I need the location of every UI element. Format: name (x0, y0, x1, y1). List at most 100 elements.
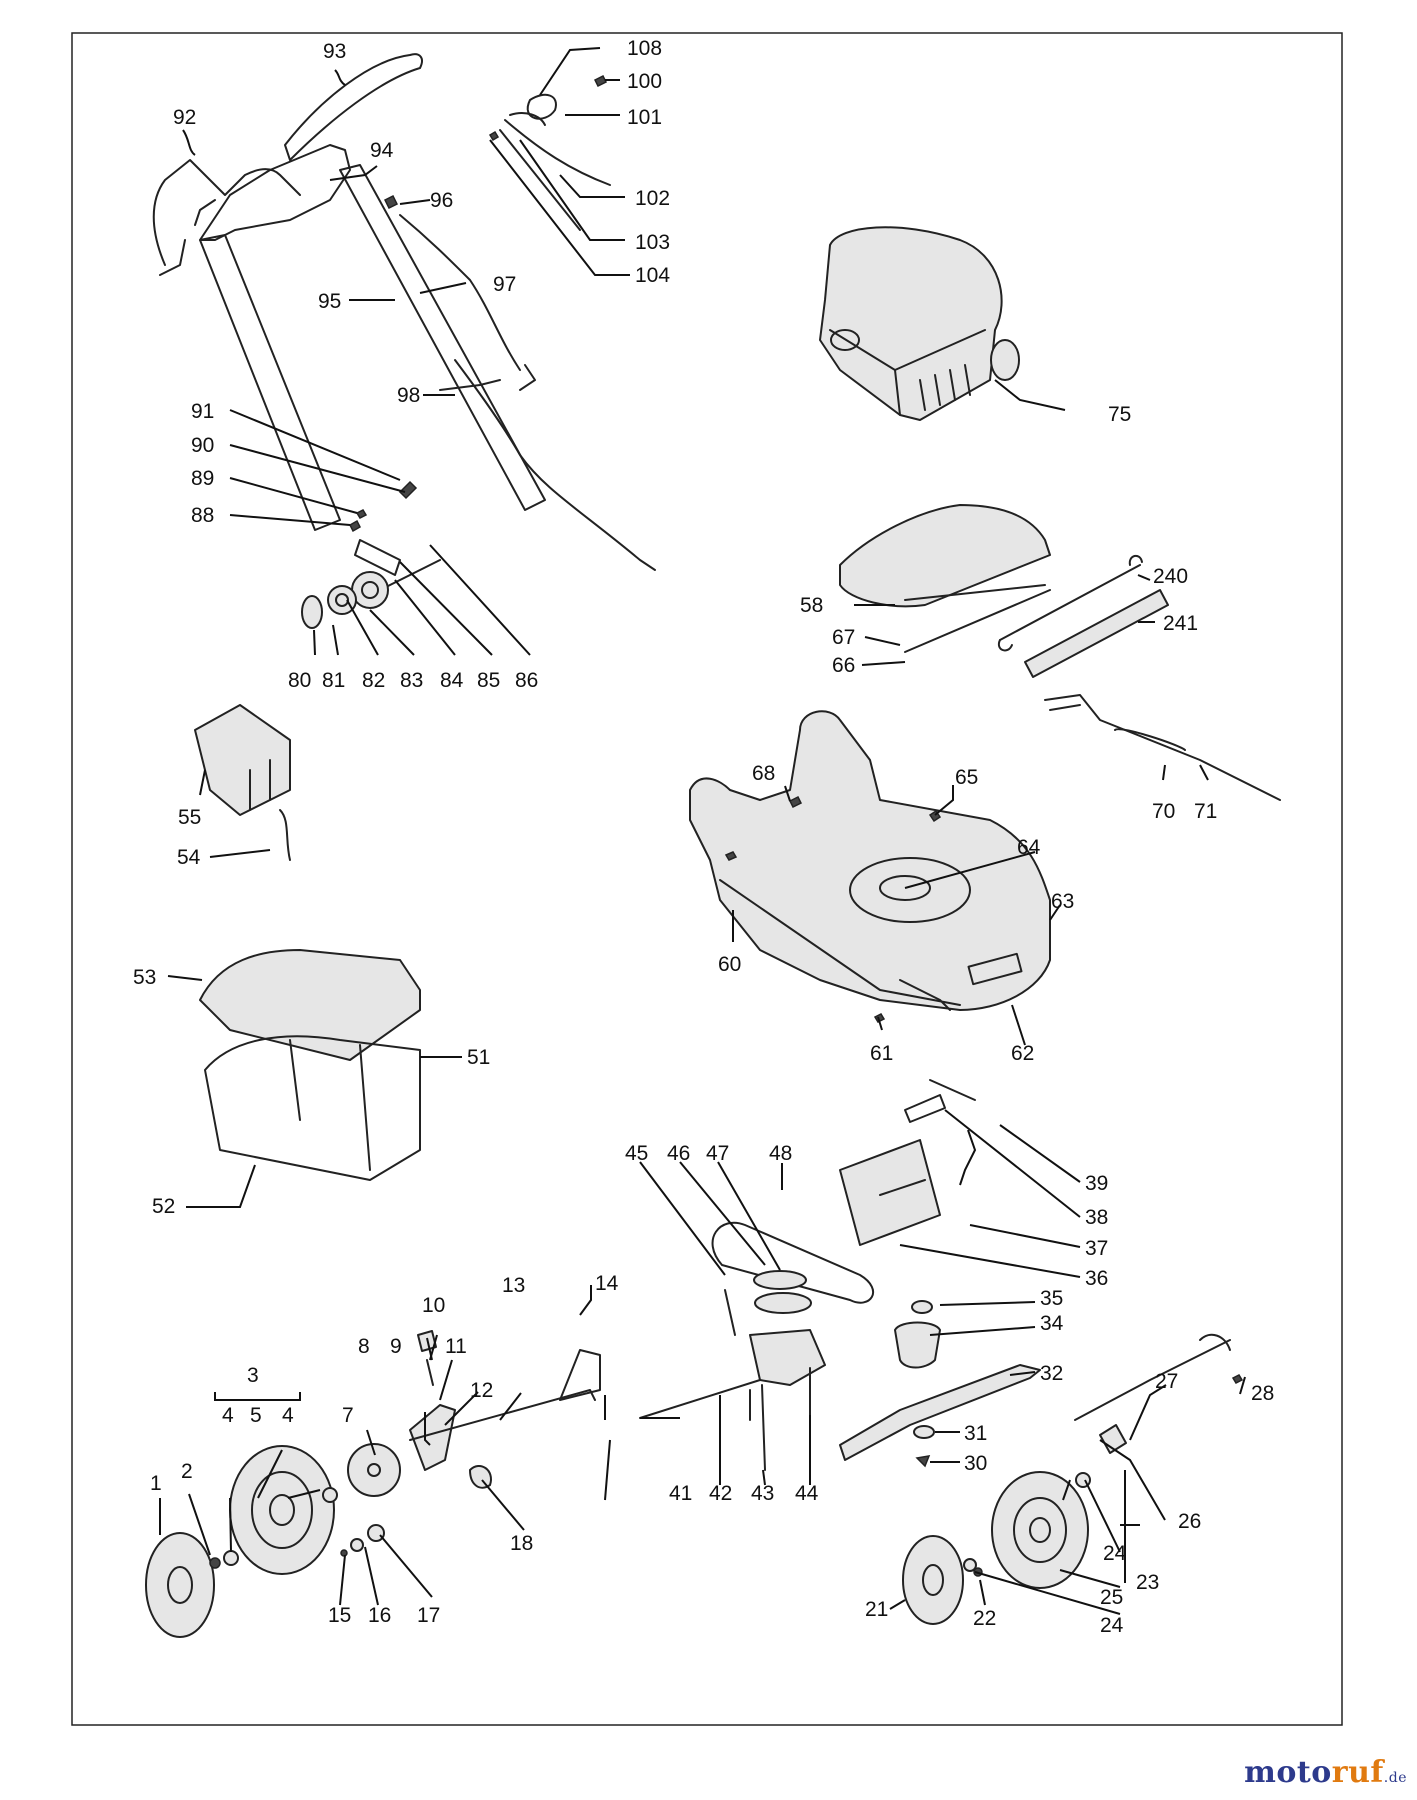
handle-assembly (152, 53, 656, 629)
part-label: 8 (358, 1335, 370, 1358)
part-label: 48 (769, 1142, 792, 1165)
part-label: 7 (342, 1404, 354, 1427)
logo-text-part1: moto (1244, 1755, 1332, 1790)
part-label: 103 (635, 231, 670, 254)
leader-lines (159, 47, 1246, 1615)
part-label: 91 (191, 400, 214, 423)
part-label: 97 (493, 273, 516, 296)
part-label: 14 (595, 1272, 619, 1295)
part-label: 95 (318, 290, 341, 313)
part-label: 108 (627, 37, 662, 60)
part-label: 51 (467, 1046, 490, 1069)
part-label: 63 (1051, 890, 1074, 913)
part-label: 86 (515, 669, 538, 692)
part-label: 16 (368, 1604, 391, 1627)
part-label: 66 (832, 654, 855, 677)
part-label: 93 (323, 40, 346, 63)
part-label: 104 (635, 264, 670, 287)
part-label: 4 (282, 1404, 294, 1427)
part-label: 241 (1163, 612, 1198, 635)
rear-flap (839, 504, 1281, 801)
logo-text-part2: ruf (1331, 1755, 1384, 1790)
part-label: 22 (973, 1607, 996, 1630)
part-label: 44 (795, 1482, 819, 1505)
part-label: 90 (191, 434, 214, 457)
part-label: 98 (397, 384, 420, 407)
grass-catcher (194, 704, 421, 1181)
part-label: 84 (440, 669, 464, 692)
part-label: 28 (1251, 1382, 1274, 1405)
part-label: 5 (250, 1404, 262, 1427)
part-label: 24 (1100, 1614, 1124, 1637)
part-label: 35 (1040, 1287, 1063, 1310)
part-label: 60 (718, 953, 741, 976)
part-label: 43 (751, 1482, 774, 1505)
front-wheel-assembly (145, 1330, 601, 1638)
part-label: 61 (870, 1042, 893, 1065)
diagram-frame (71, 32, 1343, 1726)
part-label: 3 (247, 1364, 259, 1387)
part-label: 23 (1136, 1571, 1159, 1594)
part-label: 1 (150, 1472, 162, 1495)
part-label: 54 (177, 846, 201, 869)
part-label: 24 (1103, 1542, 1127, 1565)
part-label: 39 (1085, 1172, 1108, 1195)
part-label: 62 (1011, 1042, 1034, 1065)
part-label: 2 (181, 1460, 193, 1483)
part-label: 42 (709, 1482, 732, 1505)
part-label: 68 (752, 762, 775, 785)
part-label: 25 (1100, 1586, 1123, 1609)
part-label: 13 (502, 1274, 525, 1297)
part-label: 88 (191, 504, 214, 527)
part-label: 80 (288, 669, 311, 692)
part-label: 37 (1085, 1237, 1108, 1260)
part-label: 64 (1017, 836, 1041, 859)
part-label: 82 (362, 669, 385, 692)
part-label: 55 (178, 806, 201, 829)
part-label: 30 (964, 1452, 987, 1475)
part-labels: 1 2 3 4 5 4 7 8 9 10 11 12 13 14 15 16 1… (133, 37, 1274, 1637)
part-label: 41 (669, 1482, 692, 1505)
part-label: 58 (800, 594, 823, 617)
part-label: 47 (706, 1142, 729, 1165)
part-label: 70 (1152, 800, 1175, 823)
part-label: 17 (417, 1604, 440, 1627)
part-label: 75 (1108, 403, 1131, 426)
rear-wheel-assembly (902, 1333, 1244, 1625)
part-label: 15 (328, 1604, 351, 1627)
part-label: 32 (1040, 1362, 1063, 1385)
engine (819, 226, 1020, 421)
part-label: 27 (1155, 1370, 1178, 1393)
part-label: 38 (1085, 1206, 1108, 1229)
site-logo: motoruf.de (1244, 1755, 1407, 1790)
part-label: 34 (1040, 1312, 1064, 1335)
part-label: 11 (445, 1335, 467, 1358)
part-label: 92 (173, 106, 196, 129)
part-label: 94 (370, 139, 394, 162)
part-label: 101 (627, 106, 662, 129)
part-label: 240 (1153, 565, 1188, 588)
part-label: 36 (1085, 1267, 1108, 1290)
part-label: 81 (322, 669, 345, 692)
part-label: 46 (667, 1142, 690, 1165)
part-label: 9 (390, 1335, 402, 1358)
part-label: 26 (1178, 1510, 1201, 1533)
part-label: 53 (133, 966, 156, 989)
part-label: 12 (470, 1379, 493, 1402)
part-label: 21 (865, 1598, 888, 1621)
part-label: 85 (477, 669, 500, 692)
part-label: 96 (430, 189, 453, 212)
part-label: 83 (400, 669, 423, 692)
drive-gearbox (639, 1221, 874, 1471)
logo-text-suffix: .de (1383, 1770, 1407, 1786)
mower-deck (689, 710, 1051, 1023)
part-label: 102 (635, 187, 670, 210)
part-label: 100 (627, 70, 662, 93)
part-label: 18 (510, 1532, 533, 1555)
part-label: 31 (964, 1422, 987, 1445)
blade-assembly (839, 1079, 1041, 1468)
part-label: 45 (625, 1142, 648, 1165)
part-label: 4 (222, 1404, 234, 1427)
part-label: 71 (1194, 800, 1217, 823)
